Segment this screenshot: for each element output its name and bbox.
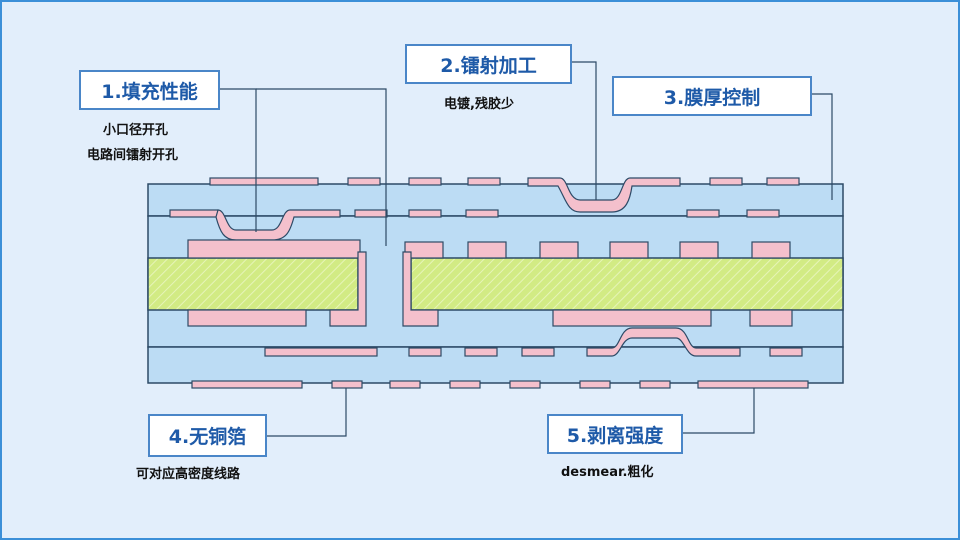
note-desmear-roughening: desmear.粗化 — [561, 465, 654, 480]
laser-via-top — [527, 177, 681, 213]
copper-pad — [509, 380, 541, 389]
callout-filling-performance: 1.填充性能 — [79, 70, 220, 110]
leader-line-4 — [267, 388, 347, 437]
note-small-aperture: 小口径开孔 — [103, 123, 169, 138]
plated-through-hole — [329, 251, 367, 327]
laser-via-bottom — [586, 327, 741, 357]
copper-pad — [679, 241, 719, 259]
callout-laser-processing: 2.镭射加工 — [405, 44, 572, 84]
copper-pad — [187, 239, 361, 259]
copper-pad — [639, 380, 671, 389]
core-layer — [147, 257, 844, 311]
copper-pad — [264, 347, 378, 357]
copper-pad — [686, 209, 720, 218]
copper-pad — [404, 241, 444, 259]
copper-pad — [464, 347, 498, 357]
copper-pad — [609, 241, 649, 259]
copper-pad — [408, 177, 442, 186]
copper-pad — [539, 241, 579, 259]
copper-pad — [169, 209, 219, 218]
leader-line-1b — [256, 88, 387, 246]
copper-pad — [697, 380, 809, 389]
copper-traces — [169, 177, 809, 389]
core-right — [410, 257, 844, 311]
copper-pad — [709, 177, 743, 186]
note-plating-low-residue: 电镀,残胶少 — [444, 97, 514, 112]
copper-pad — [746, 209, 780, 218]
copper-pad — [187, 309, 307, 327]
copper-pad — [749, 309, 793, 327]
core-left — [147, 257, 359, 311]
copper-pad — [467, 177, 501, 186]
callout-no-copper-foil: 4.无铜箔 — [148, 414, 267, 457]
plated-through-hole — [402, 251, 439, 327]
copper-pad — [449, 380, 481, 389]
note-inter-circuit-laser-drilling: 电路间镭射开孔 — [87, 148, 179, 163]
copper-pad — [521, 347, 555, 357]
copper-pad — [766, 177, 800, 186]
copper-pad — [347, 177, 381, 186]
note-high-density-wiring: 可对应高密度线路 — [136, 467, 241, 482]
copper-pad — [465, 209, 499, 218]
leader-line-5 — [683, 388, 755, 434]
leader-line-3 — [812, 93, 833, 200]
copper-pad — [408, 209, 442, 218]
leader-line-2 — [572, 61, 597, 200]
copper-pad — [389, 380, 421, 389]
copper-pad — [354, 209, 388, 218]
copper-pad — [467, 241, 507, 259]
copper-pad — [209, 177, 319, 186]
copper-pad — [191, 380, 303, 389]
laser-via-fill — [215, 209, 341, 241]
callout-peel-strength: 5.剥离强度 — [547, 414, 683, 454]
callout-thickness-control: 3.膜厚控制 — [612, 76, 812, 116]
copper-pad — [769, 347, 803, 357]
copper-pad — [408, 347, 442, 357]
copper-pad — [579, 380, 611, 389]
copper-pad — [331, 380, 363, 389]
copper-pad — [751, 241, 791, 259]
leader-lines — [220, 61, 833, 437]
copper-pad — [552, 309, 712, 327]
